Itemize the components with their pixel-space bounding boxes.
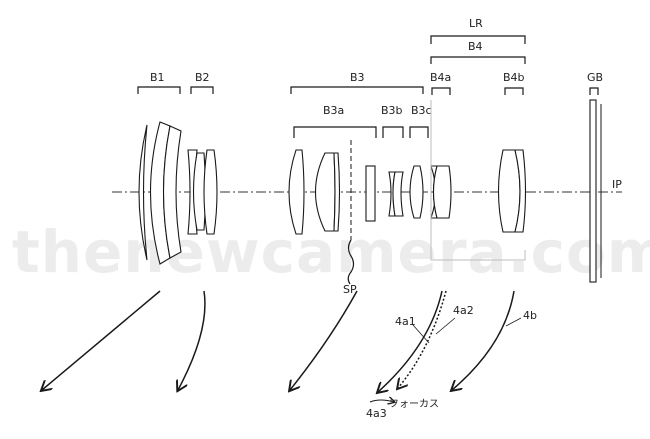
- lens-group-b3a: [288, 149, 341, 235]
- lens-element: [203, 149, 218, 235]
- label-b3: B3: [350, 71, 365, 84]
- label-ip: IP: [612, 178, 622, 191]
- leader-4a1: [412, 324, 430, 344]
- lens-element: [514, 149, 527, 233]
- arrow-4a1-path: [378, 290, 443, 392]
- arrow-b4b-path: [452, 290, 515, 390]
- arrow-4a2-path: [398, 290, 447, 388]
- lens-element: [138, 124, 148, 261]
- lens-element: [288, 149, 305, 235]
- label-gb: GB: [587, 71, 603, 84]
- arrow-b2-path: [178, 290, 206, 390]
- label-b4a: B4a: [430, 71, 451, 84]
- label-4a2: 4a2: [453, 304, 474, 317]
- group-b3-bracket: B3: [290, 71, 424, 94]
- label-b2: B2: [195, 71, 210, 84]
- label-b3b: B3b: [381, 104, 403, 117]
- leader-4a2: [435, 317, 456, 335]
- lens-group-b3-rear: [365, 165, 424, 222]
- group-b3b-bracket: B3b: [381, 104, 404, 138]
- label-b4b: B4b: [503, 71, 525, 84]
- label-4a3: 4a3: [366, 407, 387, 420]
- label-b3a: B3a: [323, 104, 344, 117]
- lens-element: [409, 165, 424, 219]
- aperture-stop: SP: [343, 140, 357, 296]
- leader-4b: [505, 317, 522, 327]
- label-4b: 4b: [523, 309, 537, 322]
- lens-element: [432, 165, 452, 219]
- focus-arrow: [369, 400, 394, 402]
- lens-element: [333, 152, 341, 232]
- lr-outline: [430, 100, 526, 261]
- label-b3c: B3c: [411, 104, 432, 117]
- lens-group-b1: [138, 121, 182, 265]
- group-b3c-bracket: B3c: [409, 104, 432, 138]
- group-b3a-bracket: B3a: [293, 104, 377, 138]
- label-b1: B1: [150, 71, 165, 84]
- lens-group-b4b: [497, 149, 527, 233]
- lens-element: [497, 149, 521, 233]
- lens-element: [162, 125, 182, 259]
- glass-block: [589, 99, 597, 283]
- group-lr-bracket: LR: [430, 17, 526, 44]
- lens-group-b2: [187, 149, 218, 235]
- group-b2-bracket: B2: [190, 71, 214, 94]
- arrow-b1-path: [42, 290, 161, 390]
- lens-element: [365, 165, 376, 222]
- arrow-b3-path: [290, 290, 358, 390]
- group-b4b-bracket: B4b: [503, 71, 525, 95]
- label-4a1: 4a1: [395, 315, 416, 328]
- lens-element: [392, 171, 404, 217]
- group-b4a-bracket: B4a: [430, 71, 451, 95]
- label-lr: LR: [469, 17, 483, 30]
- group-b1-bracket: B1: [137, 71, 181, 94]
- label-sp: SP: [343, 283, 357, 296]
- group-b4-bracket: B4: [430, 40, 526, 64]
- lens-group-b4a: [430, 165, 452, 219]
- label-focus: フォーカス: [389, 398, 439, 410]
- group-gb-bracket: GB: [587, 71, 603, 95]
- label-b4: B4: [468, 40, 483, 53]
